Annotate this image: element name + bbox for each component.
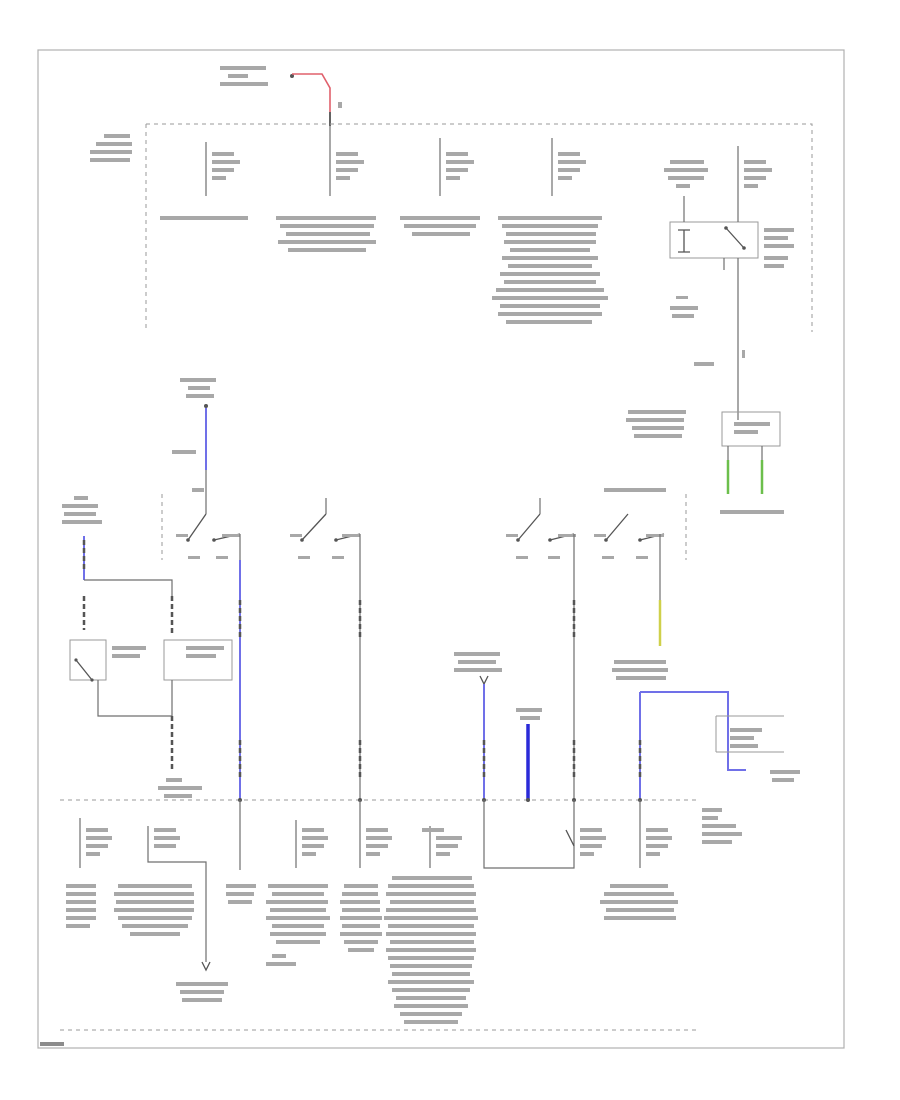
ignition-switch-2: [290, 498, 361, 559]
diagram-frame: [37, 49, 845, 1049]
ground-label: [516, 708, 542, 720]
lower-fuse-4: [266, 820, 330, 966]
top-fuse-3: [400, 138, 480, 236]
top-junction-block-label: [90, 134, 132, 162]
left-breaker: [163, 639, 233, 716]
lower-fuse-8: [600, 800, 678, 920]
lower-fuse-5: [340, 800, 392, 952]
top-junction-block-outline: [146, 123, 813, 332]
top-relay-sub-label: [670, 296, 698, 318]
top-fuse-2: [276, 126, 376, 252]
lower-fuse-6: [384, 826, 478, 1024]
top-fuse-label: [220, 66, 268, 86]
left-fuse-label: [62, 496, 102, 524]
top-fuse-terminal: [290, 74, 294, 78]
ignition-switch-1: [161, 494, 241, 560]
lower-fuse-7: [483, 800, 606, 869]
left-relay: [69, 639, 172, 717]
top-relay-fuse: [737, 146, 772, 212]
top-relay-label: [664, 160, 708, 188]
ignition-switch-3: [506, 498, 576, 559]
right-connector: [626, 410, 784, 514]
top-relay: [669, 196, 794, 270]
lower-fuse-1: [66, 818, 112, 928]
lower-junction-label: [702, 808, 742, 844]
top-fuse-1: [160, 142, 248, 220]
corner-mark: [40, 1042, 64, 1046]
power-feed-wire: [292, 73, 331, 112]
switch-4-label: [612, 660, 668, 680]
left-run-label: [158, 778, 202, 798]
center-source-label: [454, 652, 502, 672]
lower-branch-3: [226, 800, 256, 904]
lower-fuse-2: [114, 826, 228, 1002]
right-lower-component: [715, 715, 800, 782]
left-source-label: [180, 378, 216, 398]
top-fuse-4: [492, 138, 608, 324]
ignition-switch-4: [594, 488, 687, 560]
